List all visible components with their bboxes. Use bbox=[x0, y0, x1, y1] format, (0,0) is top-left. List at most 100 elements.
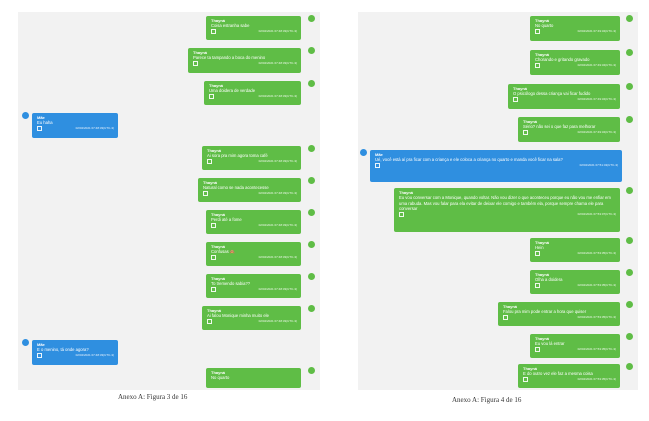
message-text: Eu haha bbox=[37, 120, 53, 125]
message-sender: Thayná bbox=[193, 50, 208, 55]
chat-panel-left: Thayná Coisa estranha sabe 02/02/2021 07… bbox=[18, 12, 320, 390]
avatar bbox=[626, 363, 633, 370]
avatar bbox=[626, 15, 633, 22]
message-bubble: Thayná Uma doidera de verdade 02/02/2021… bbox=[204, 81, 301, 105]
message-text: No quarto bbox=[535, 23, 554, 28]
checkbox-icon bbox=[535, 29, 540, 34]
checkbox-icon bbox=[399, 212, 404, 217]
message-sender: Mãe bbox=[37, 115, 45, 120]
checkbox-icon bbox=[523, 130, 528, 135]
message-sender: Thayná bbox=[211, 18, 226, 23]
avatar bbox=[626, 333, 633, 340]
avatar bbox=[360, 149, 367, 156]
message-text: Eu vou lá entrar bbox=[535, 341, 565, 346]
message-bubble: Thayná Perdi até a fome 02/02/2021 07:48… bbox=[206, 210, 301, 234]
message-bubble: Thayná Coisa estranha sabe 02/02/2021 07… bbox=[206, 16, 301, 40]
avatar bbox=[626, 49, 633, 56]
checkbox-icon bbox=[535, 347, 540, 352]
message-text: Perdi até a fome bbox=[211, 217, 242, 222]
checkbox-icon bbox=[523, 377, 528, 382]
message-meta: 02/02/2021 07:53:07(UTC-3) bbox=[399, 212, 616, 217]
message-meta: 02/02/2021 07:48:33(UTC-3) bbox=[207, 159, 297, 164]
message-text: Coisa estranha sabe bbox=[211, 23, 250, 28]
avatar bbox=[626, 237, 633, 244]
message-bubble: Thayná Hein 02/02/2021 07:53:35(UTC-3) bbox=[530, 238, 620, 262]
message-bubble: Thayná Falou pra mim pode entrar a hora … bbox=[498, 302, 620, 326]
message-sender: Thayná bbox=[535, 18, 550, 23]
message-sender: Thayná bbox=[207, 148, 222, 153]
message-bubble: Thayná O psicólogo dessa criança vai fic… bbox=[508, 84, 620, 109]
avatar bbox=[308, 80, 315, 87]
message-text: Confusas 🙈 bbox=[211, 249, 236, 254]
message-bubble: Thayná Eu vou conversar com a Monique, q… bbox=[394, 188, 620, 232]
chat-panel-right: Thayná No quarto 02/02/2021 07:49:34(UTC… bbox=[358, 12, 638, 390]
avatar bbox=[626, 301, 633, 308]
checkbox-icon bbox=[211, 223, 216, 228]
checkbox-icon bbox=[211, 29, 216, 34]
message-text: Olha a doidera bbox=[535, 277, 563, 282]
avatar bbox=[22, 112, 29, 119]
message-text: Ué, você está aí pra ficar com a criança… bbox=[375, 157, 563, 162]
message-bubble: Mãe E o menino, tá onde agora? 02/02/202… bbox=[32, 340, 118, 365]
message-meta: 02/02/2021 07:48:33(UTC-3) bbox=[209, 94, 297, 99]
message-sender: Mãe bbox=[37, 342, 45, 347]
message-sender: Thayná bbox=[209, 83, 224, 88]
avatar bbox=[308, 177, 315, 184]
checkbox-icon bbox=[535, 251, 540, 256]
message-text: To tremendo sabia?? bbox=[211, 281, 251, 286]
message-bubble: Thayná Chorando e gritando gravado 02/02… bbox=[530, 50, 620, 75]
message-meta: 02/02/2021 07:48:33(UTC-3) bbox=[193, 61, 297, 66]
message-sender: Thayná bbox=[535, 336, 550, 341]
avatar bbox=[308, 241, 315, 248]
avatar bbox=[626, 116, 633, 123]
message-text: O psicólogo dessa criança vai ficar fudi… bbox=[513, 91, 591, 96]
message-text: Uma doidera de verdade bbox=[209, 88, 256, 93]
message-meta: 02/02/2021 07:48:33(UTC-3) bbox=[211, 255, 297, 260]
message-sender: Thayná bbox=[535, 52, 550, 57]
avatar bbox=[626, 83, 633, 90]
checkbox-icon bbox=[37, 126, 42, 131]
message-bubble: Thayná Ai sora pra mim agora toma café 0… bbox=[202, 146, 301, 170]
message-sender: Thayná bbox=[503, 304, 518, 309]
message-bubble: Thayná Sério? não sei o que faz para mel… bbox=[518, 117, 620, 142]
checkbox-icon bbox=[535, 63, 540, 68]
checkbox-icon bbox=[503, 315, 508, 320]
message-text: No quarto bbox=[211, 375, 230, 380]
message-text: Ai falou Monique minha muito ele bbox=[207, 313, 269, 318]
message-text: Hein bbox=[535, 245, 544, 250]
message-bubble: Thayná Parece ta tampando a boca do meni… bbox=[188, 48, 301, 73]
message-meta: 02/02/2021 07:53:35(UTC-3) bbox=[535, 347, 616, 352]
message-meta: 02/02/2021 07:49:34(UTC-3) bbox=[535, 29, 616, 34]
message-sender: Thayná bbox=[211, 244, 226, 249]
avatar bbox=[308, 209, 315, 216]
avatar bbox=[308, 305, 315, 312]
message-sender: Mãe bbox=[375, 152, 383, 157]
message-text: Sério? não sei o que faz para melhorar bbox=[523, 124, 596, 129]
message-meta: 02/02/2021 07:48:33(UTC-3) bbox=[211, 29, 297, 34]
avatar bbox=[626, 269, 633, 276]
message-sender: Thayná bbox=[535, 240, 550, 245]
checkbox-icon bbox=[37, 353, 42, 358]
message-text: Natural como se nada acontecesse bbox=[203, 185, 269, 190]
message-text: E o menino, tá onde agora? bbox=[37, 347, 89, 352]
checkbox-icon bbox=[211, 287, 216, 292]
checkbox-icon bbox=[513, 97, 518, 102]
message-meta: 02/02/2021 07:49:34(UTC-3) bbox=[523, 130, 616, 135]
message-text: Eu vou conversar com a Monique, quando v… bbox=[399, 195, 611, 211]
message-bubble: Thayná Ai falou Monique minha muito ele … bbox=[202, 306, 301, 330]
message-bubble: Thayná E do outro vez ele faz a mesma co… bbox=[518, 364, 620, 388]
message-meta: 02/02/2021 07:51:43(UTC-3) bbox=[375, 163, 618, 168]
message-sender: Thayná bbox=[513, 86, 528, 91]
message-bubble: Thayná No quarto 02/02/2021 07:49:34(UTC… bbox=[530, 16, 620, 41]
message-text: Chorando e gritando gravado bbox=[535, 57, 590, 62]
avatar bbox=[308, 47, 315, 54]
message-meta: 02/02/2021 07:48:33(UTC-3) bbox=[37, 126, 114, 131]
message-meta: 02/02/2021 07:48:33(UTC-3) bbox=[37, 353, 114, 358]
message-meta: 02/02/2021 07:53:35(UTC-3) bbox=[535, 283, 616, 288]
message-meta: 02/02/2021 07:48:33(UTC-3) bbox=[203, 191, 297, 196]
message-sender: Thayná bbox=[399, 190, 414, 195]
message-sender: Thayná bbox=[535, 272, 550, 277]
figure-caption: Anexo A: Figura 4 de 16 bbox=[452, 396, 522, 404]
message-bubble: Thayná No quarto bbox=[206, 368, 301, 388]
message-meta: 02/02/2021 07:53:35(UTC-3) bbox=[503, 315, 616, 320]
